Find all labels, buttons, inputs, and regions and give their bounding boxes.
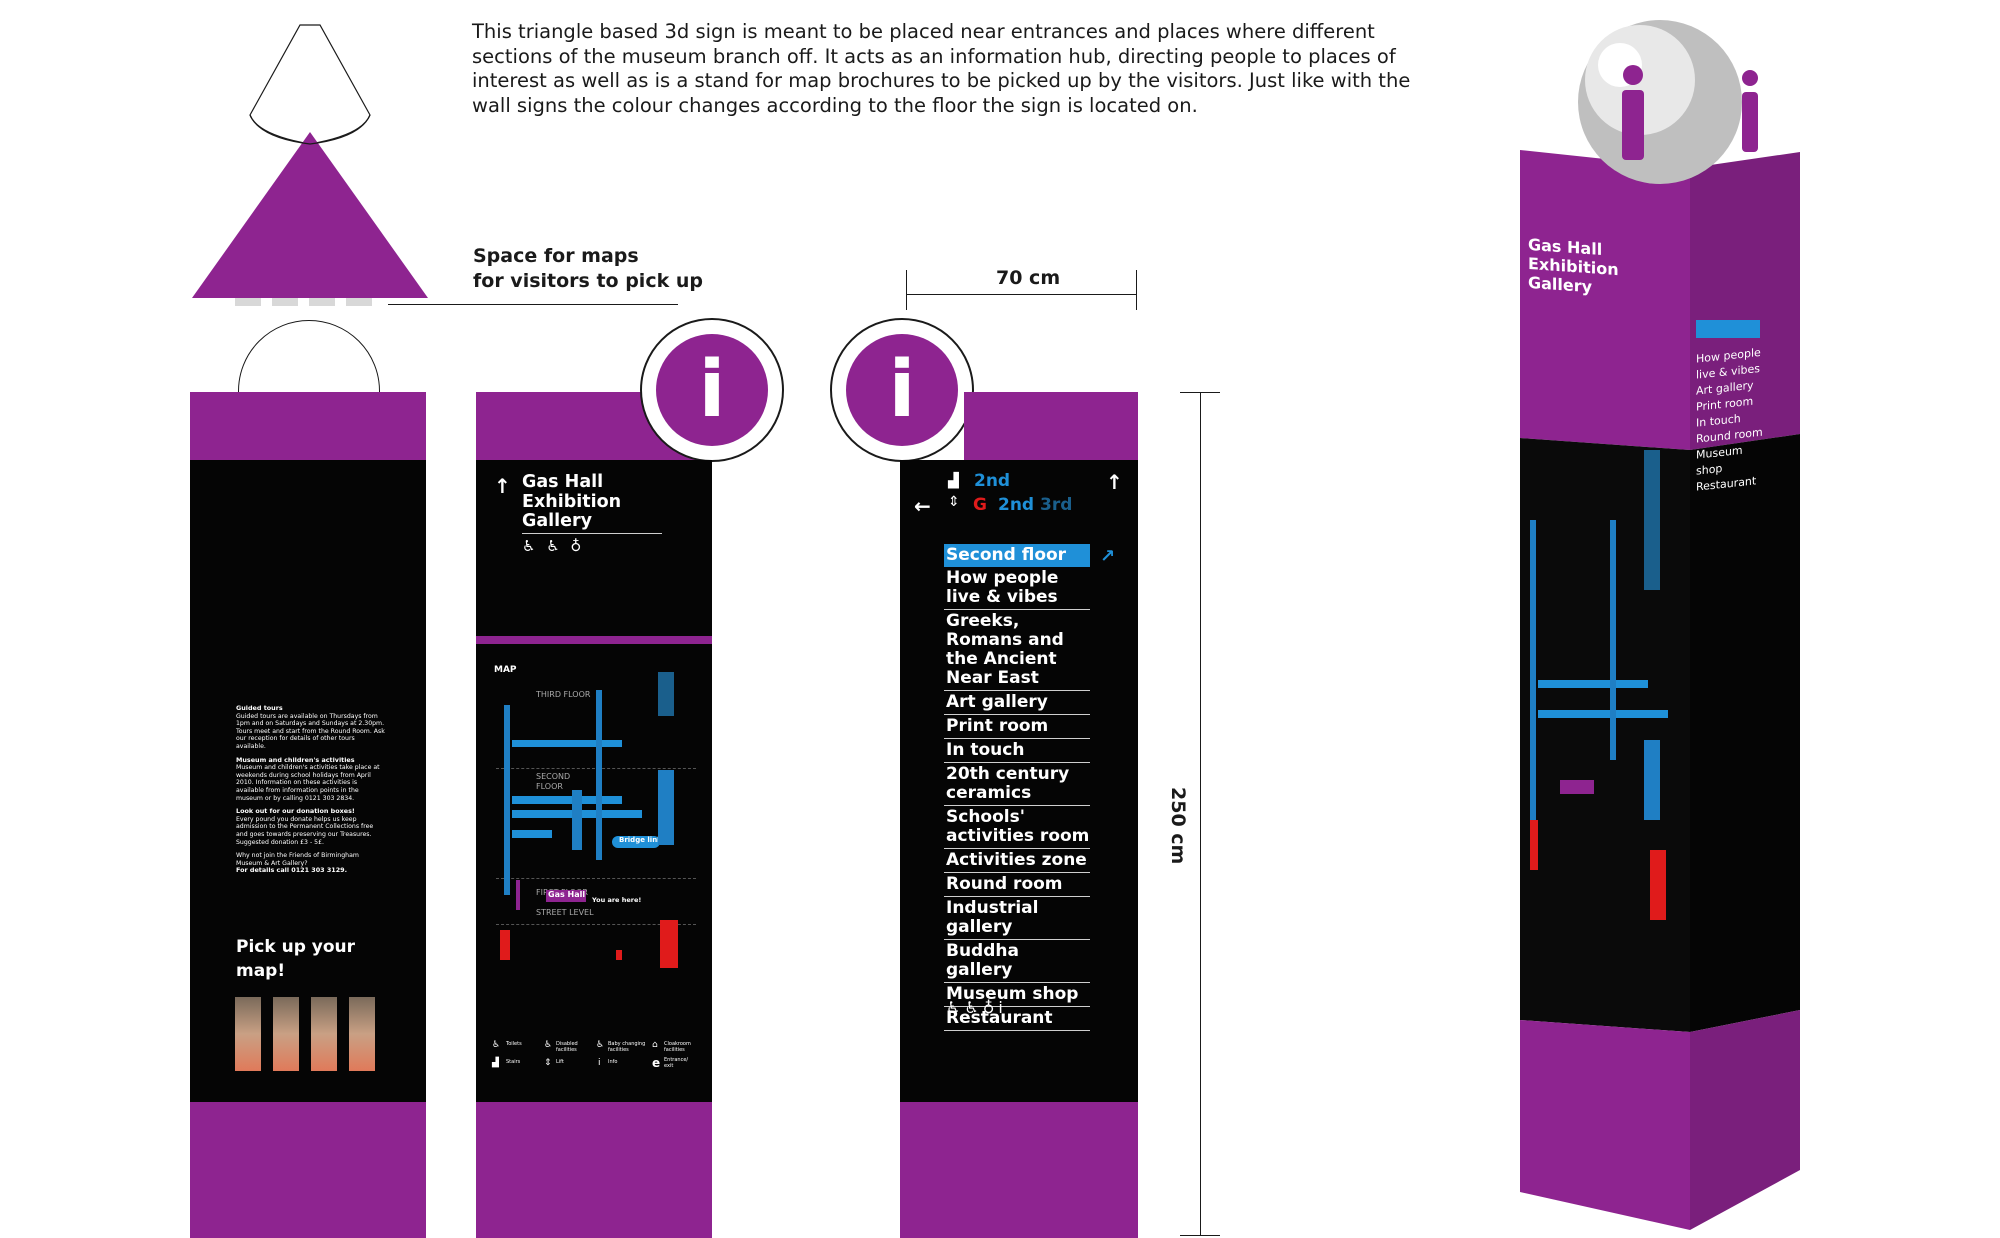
directory-item: Print room [944,715,1090,739]
directory-item: 20th century ceramics [944,763,1090,806]
directory-item: Museum shop [944,983,1090,1007]
panel2-bottom-band [476,1102,712,1238]
street-level-label: STREET LEVEL [536,908,594,917]
directory-item: In touch [944,739,1090,763]
arrow-left-icon: ← [914,494,931,518]
panel1-bottom-band [190,1102,426,1238]
directory-item: Buddha gallery [944,940,1090,983]
you-are-here-label: You are here! [592,896,642,904]
info-icon: i [888,345,916,435]
panel2-body: ↑ Gas Hall Exhibition Gallery ♿ ♿ ♁ MAP … [476,460,712,1102]
render-directory: How people live & vibes Art gallery Prin… [1696,345,1763,494]
map-pockets-top [235,298,375,306]
directory-item-highlight: Second floor [944,544,1090,567]
directory-item: Restaurant [944,1007,1090,1031]
gas-hall-label: Gas Hall [548,890,586,899]
bridge-link-label: Bridge link [619,836,662,844]
lift-icon: ⇕ [948,494,960,510]
panel1-sphere-outline [190,320,426,395]
floor-2nd: 2nd [998,495,1035,515]
map-label: MAP [494,665,517,675]
stairs-icon: ▟ [948,473,959,489]
arrow-up-icon: ↑ [1106,470,1123,494]
gas-hall-heading: Gas Hall Exhibition Gallery [522,472,622,531]
render-gas-hall: Gas Hall Exhibition Gallery [1528,234,1619,297]
directory-item: Industrial gallery [944,897,1090,940]
panel3-body: ▟ 2nd ↑ ← ⇕ G 2nd 3rd Second floor How p… [900,460,1138,1102]
directory-item: Art gallery [944,691,1090,715]
floor-3rd: 3rd [1040,495,1073,515]
directory-item: How people live & vibes [944,567,1090,610]
arrow-up-right-icon: ↗ [1100,546,1116,567]
panel3-bottom-band [900,1102,1138,1238]
current-floor: 2nd [974,471,1011,491]
info-sign-right: i [640,318,784,462]
pickup-map-text: Pick up your map! [236,937,356,981]
directory-item: Round room [944,873,1090,897]
height-label: 250 cm [1167,787,1189,865]
directory-item: Greeks, Romans and the Ancient Near East [944,610,1090,691]
height-dimension: 250 cm [1167,392,1220,1238]
facility-icons: ♿ ♿ ♁ [522,537,585,555]
sign-3d-render: Gas Hall Exhibition Gallery How people l… [1500,20,1830,1230]
third-floor-label: THIRD FLOOR [536,690,591,699]
panel3-top-band [964,392,1138,460]
width-label: 70 cm [996,267,1061,289]
directory-item: Schools' activities room [944,806,1090,849]
directory-item: Activities zone [944,849,1090,873]
floor-g: G [973,495,987,515]
description-text: This triangle based 3d sign is meant to … [472,20,1411,117]
info-icon: i [698,345,726,435]
facility-icons-bottom: ♿♿♁i [946,998,1007,1017]
maps-pointer-line [388,304,678,305]
panel1-top-band [190,392,426,460]
directory-list: Second floor How people live & vibes Gre… [944,544,1090,1031]
brochure-stack [235,997,385,1071]
info-sign-left: i [830,318,974,462]
sphere-top-outline [249,24,371,145]
maps-label: Space for maps for visitors to pick up [473,245,703,292]
width-dimension: 70 cm [906,267,1138,310]
arrow-up-icon: ↑ [494,474,511,498]
triangle-top-view [192,132,428,298]
top-view-diagram [192,24,428,298]
panel2-divider [476,636,712,644]
